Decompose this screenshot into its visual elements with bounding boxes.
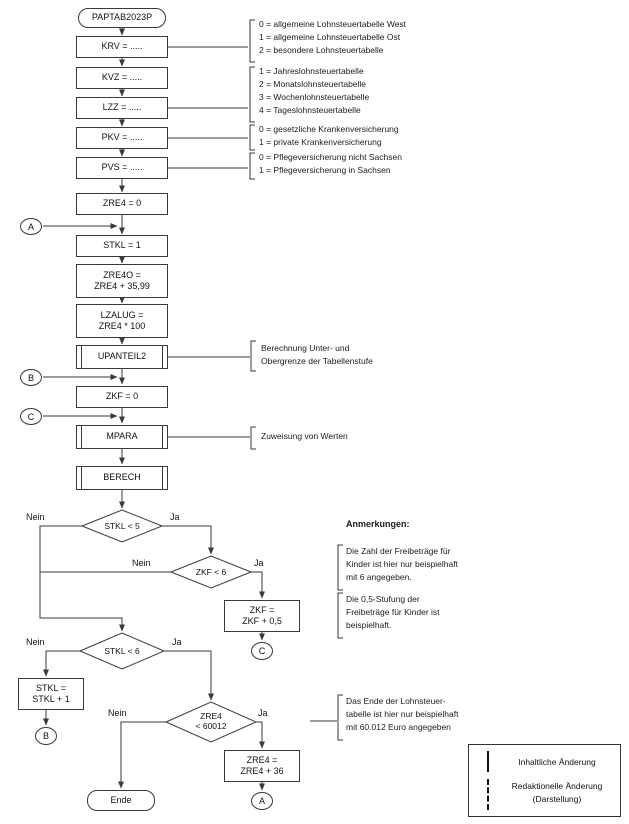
process-lzalug: LZALUG = ZRE4 * 100	[76, 304, 168, 338]
decision-zkf6-shape	[169, 555, 253, 589]
legend-content-change: Inhaltliche Änderung	[518, 757, 596, 767]
process-stkl-init: STKL = 1	[76, 235, 168, 257]
process-zre4-inc-line1: ZRE4 =	[246, 754, 278, 765]
label-ja-zkf6: Ja	[254, 558, 264, 568]
subroutine-mpara: MPARA	[76, 425, 168, 449]
connector-b: B	[20, 369, 42, 386]
label-nein-zkf6: Nein	[132, 558, 151, 568]
annotation-lzz-3: 4 = Tageslohnsteuertabelle	[259, 105, 361, 115]
connector-b-loop: B	[35, 727, 57, 745]
annotation-pvs-1: 1 = Pflegeversicherung in Sachsen	[259, 165, 391, 175]
process-lzz: LZZ = .....	[76, 97, 168, 119]
connector-a: A	[20, 218, 42, 235]
note2-line3: beispielhaft.	[346, 620, 392, 630]
label-nein-zre4: Nein	[108, 708, 127, 718]
note3-line1: Das Ende der Lohnsteuer-	[346, 696, 446, 706]
decision-stkl5-label: STKL < 5	[104, 521, 140, 531]
process-kvz: KVZ = .....	[76, 67, 168, 89]
process-krv: KRV = .....	[76, 36, 168, 58]
annotation-krv-1: 1 = allgemeine Lohnsteuertabelle Ost	[259, 32, 401, 42]
process-zkf-inc-line2: ZKF + 0,5	[242, 616, 282, 626]
legend-solid-bar	[487, 751, 489, 772]
connector-a-loop: A	[251, 792, 273, 810]
decision-zre4-shape	[164, 701, 258, 743]
decision-zre4-line1: ZRE4	[200, 711, 222, 721]
process-pvs: PVS = .....	[76, 157, 168, 179]
legend-editorial-change: Redaktionelle Änderung (Darstellung)	[498, 780, 616, 806]
note1-line2: Kinder ist hier nur beispielhaft	[346, 559, 458, 569]
process-zre4o: ZRE4O = ZRE4 + 35,99	[76, 264, 168, 298]
process-zre4-inc-line2: ZRE4 + 36	[240, 766, 284, 776]
terminal-end: Ende	[87, 790, 155, 811]
annotation-pkv-0: 0 = gesetzliche Krankenversicherung	[259, 124, 399, 134]
connector-c-loop: C	[251, 642, 273, 660]
process-zkf-init: ZKF = 0	[76, 386, 168, 408]
process-zkf-inc: ZKF = ZKF + 0,5	[224, 600, 300, 632]
decision-stkl5-shape	[80, 509, 164, 543]
notes-title: Anmerkungen:	[346, 519, 410, 529]
note2-line2: Freibeträge für Kinder ist	[346, 607, 440, 617]
decision-stkl6-label: STKL < 6	[104, 646, 140, 656]
process-zre4-inc: ZRE4 = ZRE4 + 36	[224, 750, 300, 782]
annotation-upanteil2-1: Obergrenze der Tabellenstufe	[261, 356, 373, 366]
label-ja-stkl5: Ja	[170, 512, 180, 522]
label-nein-stkl6: Nein	[26, 637, 45, 647]
legend-editorial-line2: (Darstellung)	[532, 793, 582, 804]
decision-zre4-label: ZRE4 < 60012	[166, 711, 256, 731]
annotation-lzz-0: 1 = Jahreslohnsteuertabelle	[259, 66, 364, 76]
legend-box	[468, 744, 621, 817]
decision-zkf6-label: ZKF < 6	[195, 567, 227, 577]
process-zre4-init: ZRE4 = 0	[76, 193, 168, 215]
process-stkl-inc-line2: STKL + 1	[32, 694, 70, 704]
process-lzalug-line1: LZALUG =	[100, 309, 144, 320]
process-zkf-inc-line1: ZKF =	[249, 604, 275, 615]
note1-line3: mit 6 angegeben.	[346, 572, 412, 582]
note2-line1: Die 0,5-Stufung der	[346, 594, 420, 604]
process-pkv: PKV = .....	[76, 127, 168, 149]
annotation-upanteil2-0: Berechnung Unter- und	[261, 343, 350, 353]
process-stkl-inc-line1: STKL =	[36, 682, 66, 693]
decision-zre4-line2: < 60012	[195, 721, 227, 732]
annotation-krv-2: 2 = besondere Lohnsteuertabelle	[259, 45, 384, 55]
process-zre4o-line1: ZRE4O =	[103, 269, 141, 280]
connector-c: C	[20, 408, 42, 425]
annotation-pvs-0: 0 = Pflegeversicherung nicht Sachsen	[259, 152, 402, 162]
label-ja-zre4: Ja	[258, 708, 268, 718]
label-nein-stkl5: Nein	[26, 512, 45, 522]
note3-line3: mit 60.012 Euro angegeben	[346, 722, 451, 732]
note1-line1: Die Zahl der Freibeträge für	[346, 546, 451, 556]
decision-stkl6-shape	[78, 632, 166, 670]
legend-editorial-line1: Redaktionelle Änderung	[511, 781, 603, 791]
annotation-krv-0: 0 = allgemeine Lohnsteuertabelle West	[259, 19, 407, 29]
terminal-start: PAPTAB2023P	[78, 8, 166, 28]
note3-line2: tabelle ist hier nur beispielhaft	[346, 709, 459, 719]
process-stkl-inc: STKL = STKL + 1	[18, 678, 84, 710]
annotation-lzz-1: 2 = Monatslohnsteuertabelle	[259, 79, 367, 89]
process-lzalug-line2: ZRE4 * 100	[98, 321, 146, 331]
annotation-lzz-2: 3 = Wochenlohnsteuertabelle	[259, 92, 370, 102]
legend-dashed-bar	[487, 779, 489, 810]
process-zre4o-line2: ZRE4 + 35,99	[94, 281, 150, 291]
label-ja-stkl6: Ja	[172, 637, 182, 647]
subroutine-berech: BERECH	[76, 466, 168, 490]
annotation-pkv-1: 1 = private Krankenversicherung	[259, 137, 382, 147]
annotation-mpara: Zuweisung von Werten	[261, 431, 348, 441]
subroutine-upanteil2: UPANTEIL2	[76, 345, 168, 369]
